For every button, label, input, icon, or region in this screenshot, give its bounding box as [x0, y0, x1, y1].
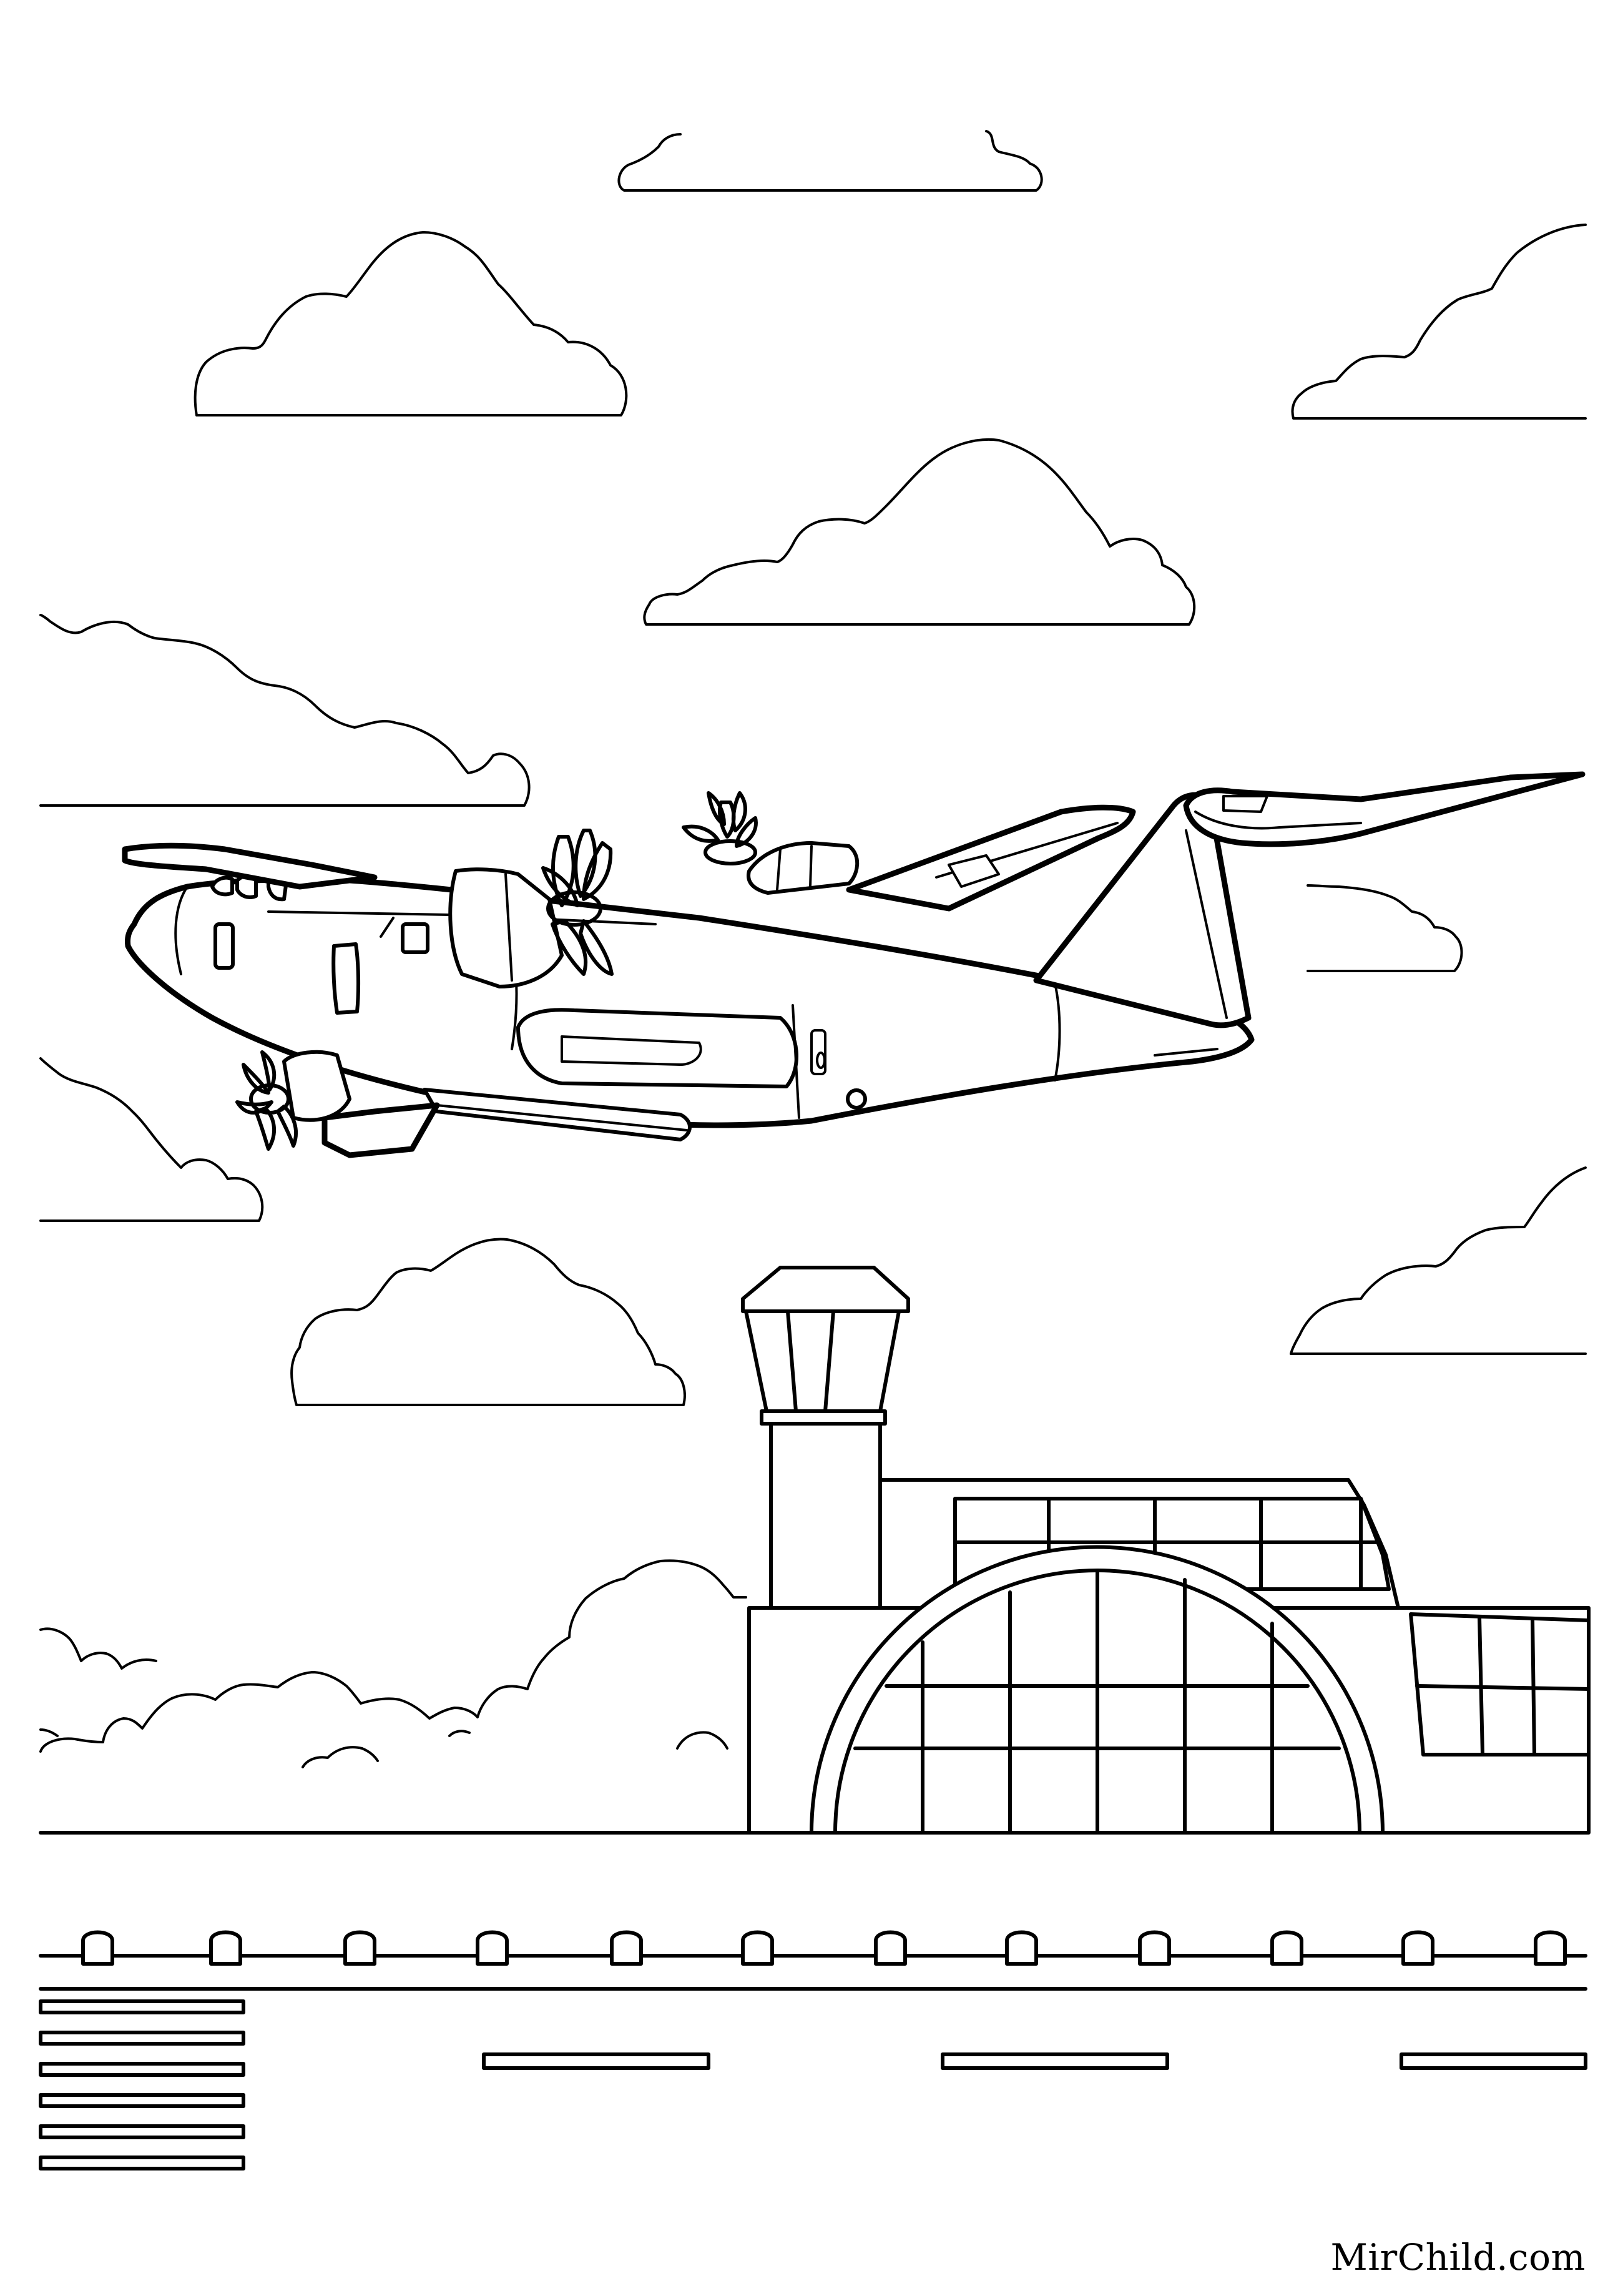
watermark-text: MirChild.com: [1330, 2236, 1586, 2279]
fairing: [516, 1008, 798, 1088]
runway-lights-row: [39, 1930, 1587, 1966]
cloud-top-center: [617, 130, 1043, 192]
cloud-upper-right: [1291, 224, 1587, 420]
cloud-lower-left: [39, 1057, 264, 1222]
far-wing: [846, 804, 1136, 912]
cloud-lower-band: [39, 1559, 747, 1768]
control-tower: [741, 1266, 910, 1610]
cloud-right-mid: [1290, 1166, 1587, 1355]
far-propeller: [682, 791, 758, 865]
lower-engine: [282, 1050, 351, 1122]
cloud-middle: [643, 438, 1196, 626]
near-propeller: [541, 829, 614, 976]
lower-propeller: [235, 1050, 298, 1151]
cloud-upper-left: [194, 231, 628, 416]
arched-window: [810, 1545, 1385, 1835]
near-wing: [122, 842, 378, 890]
cloud-behind-tail: [1307, 884, 1463, 972]
transport-airplane: [122, 771, 1586, 1158]
far-engine: [747, 841, 860, 895]
runway-markings: [39, 1987, 1587, 2170]
cloud-center-small: [290, 1238, 686, 1406]
cloud-left-band: [39, 614, 531, 807]
near-engine: [448, 867, 564, 988]
